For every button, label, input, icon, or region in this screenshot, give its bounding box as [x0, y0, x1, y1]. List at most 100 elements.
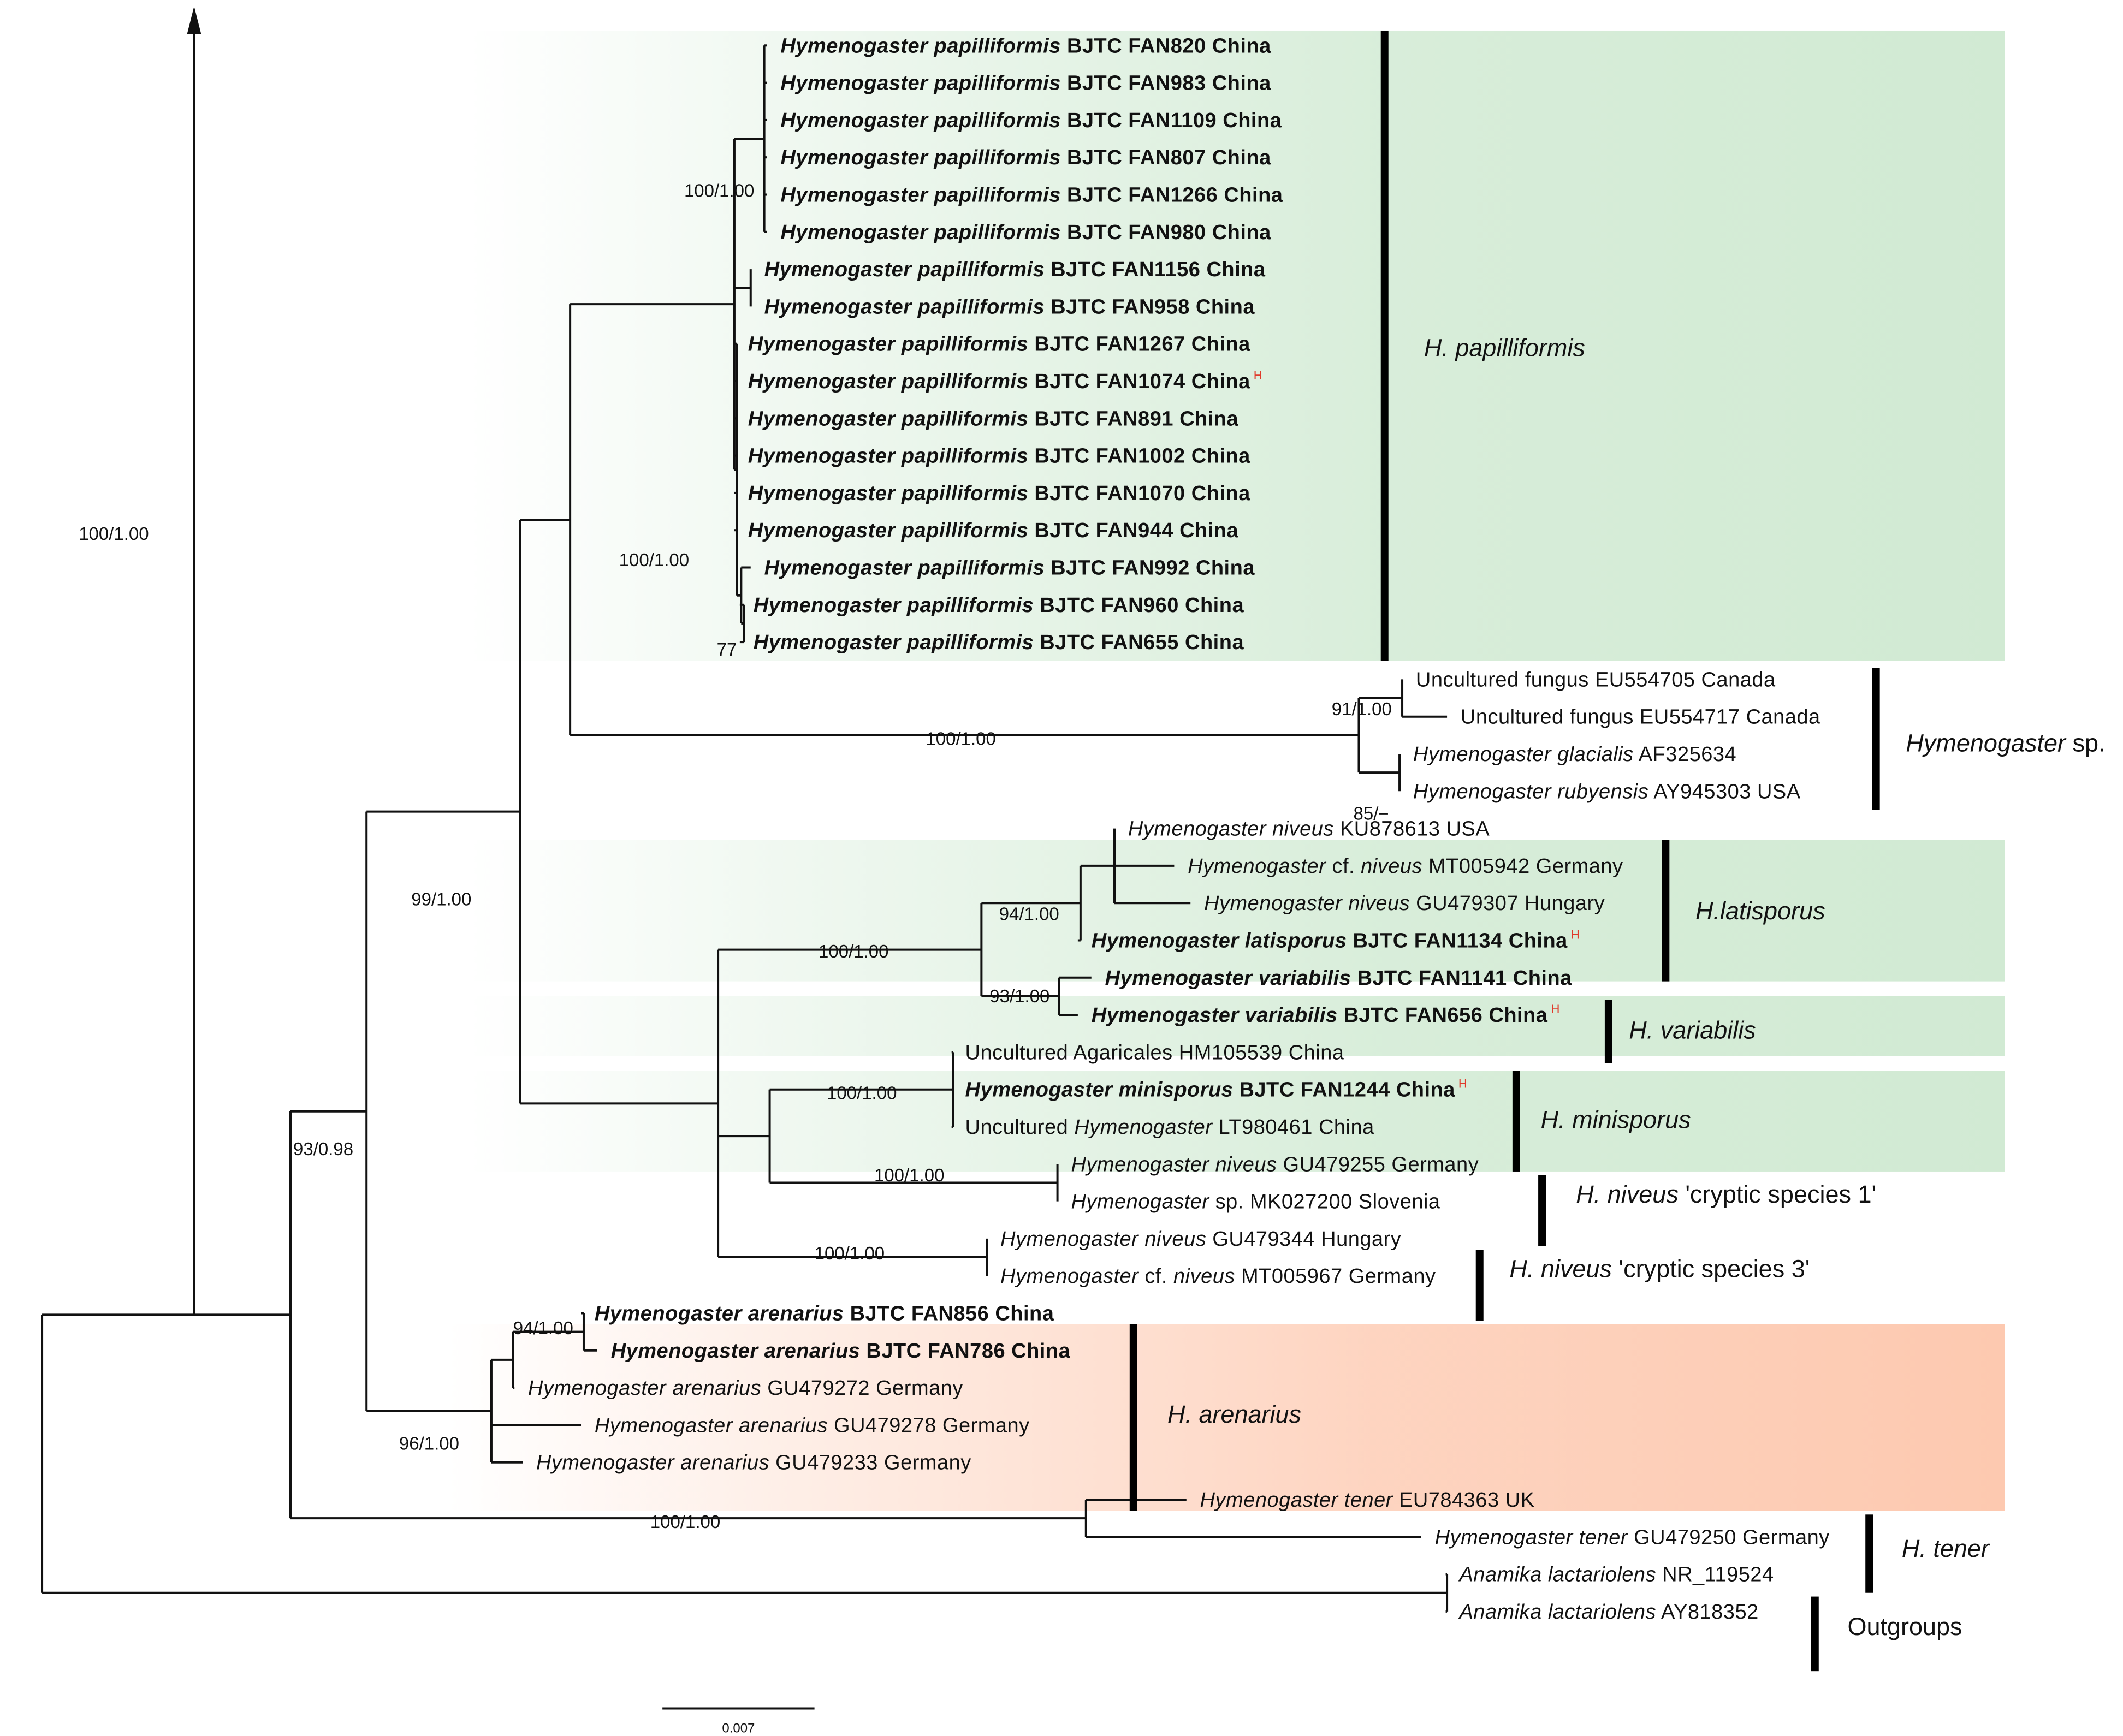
taxon-label-part: Hymenogaster	[965, 1079, 1114, 1102]
taxon-label-part: BJTC FAN960	[1040, 594, 1179, 617]
taxon-label-part: China	[1011, 1340, 1070, 1363]
taxon-label-part	[1519, 892, 1525, 915]
taxon-label-part: Hymenogaster	[1071, 1191, 1209, 1214]
taxon-label-part: China	[1224, 184, 1283, 207]
taxon-label-part: papilliformis	[933, 109, 1060, 132]
taxon-label-part: glacialis	[1557, 743, 1634, 766]
taxon-label-part	[912, 295, 918, 318]
taxon-label-part	[1266, 818, 1272, 841]
clade-label-hymenogaster-sp: Hymenogaster sp.	[1906, 729, 2105, 757]
taxon-label-part	[1235, 1265, 1241, 1288]
taxon-label-part: BJTC FAN992	[1051, 557, 1190, 580]
taxon-label-part: GU479272	[767, 1377, 870, 1400]
taxon-label-part	[1061, 146, 1067, 169]
clade-bar-niveus-cs3	[1475, 1250, 1484, 1321]
taxon-label-part: HM105539	[1179, 1041, 1283, 1064]
taxon-label-part: LT980461	[1219, 1116, 1313, 1139]
clade-label-italic: H. minisporus	[1541, 1105, 1691, 1133]
taxon-label-part	[1212, 1116, 1218, 1139]
taxon-label-part: BJTC FAN980	[1067, 221, 1206, 244]
taxon-label-part	[1179, 594, 1185, 617]
taxon-label-part	[1315, 1228, 1321, 1251]
taxon-label-part	[901, 594, 907, 617]
taxon-label-part: BJTC FAN1266	[1067, 184, 1218, 207]
taxon-label-part	[1179, 631, 1185, 654]
taxon-label-part: sp.	[1215, 1191, 1244, 1214]
taxon-label-part: papilliformis	[917, 557, 1045, 580]
clade-label-papilliformis: H. papilliformis	[1424, 334, 1585, 362]
taxon-label-part: Uncultured fungus	[1461, 706, 1634, 729]
taxon-label-part	[761, 1377, 767, 1400]
taxon-label: Hymenogaster tener EU784363 UK	[1200, 1489, 1535, 1512]
taxon-label-part: Hymenogaster	[1413, 780, 1552, 803]
taxon-label-part: niveus	[1173, 1265, 1235, 1288]
taxon-label-part: China	[1212, 34, 1271, 57]
taxon-label: Hymenogaster papilliformis BJTC FAN944 C…	[748, 519, 1239, 542]
taxon-label: Hymenogaster papilliformis BJTC FAN820 C…	[780, 34, 1271, 57]
taxon-label-part	[1551, 743, 1557, 766]
taxon-label-part	[1045, 295, 1051, 318]
taxon-label-part	[870, 1377, 876, 1400]
taxon-label-part: BJTC FAN1002	[1034, 445, 1185, 468]
taxon-label-part: BJTC FAN958	[1051, 295, 1190, 318]
taxon-label-part	[1206, 146, 1212, 169]
taxon-label: Hymenogaster papilliformis BJTC FAN958 C…	[764, 295, 1255, 318]
taxon-label-part	[844, 1303, 850, 1325]
taxon-label-part	[1217, 109, 1223, 132]
taxon-label-part	[896, 407, 902, 430]
taxon-label-part: Hymenogaster	[748, 333, 897, 356]
clade-label-italic: H. tener	[1902, 1535, 1990, 1562]
taxon-label-part	[1239, 1004, 1245, 1027]
taxon-label-part: Hymenogaster	[528, 1377, 667, 1400]
taxon-label-part: Hymenogaster	[1200, 1489, 1339, 1512]
taxon-label-part: Hymenogaster	[764, 557, 913, 580]
taxon-label: Uncultured fungus EU554717 Canada	[1461, 706, 1820, 729]
taxon-label-part: China	[1212, 146, 1271, 169]
taxon-label-part: Hymenogaster	[536, 1452, 675, 1475]
clade-label-italic: H. niveus	[1576, 1180, 1679, 1208]
taxon-label-part	[1206, 1228, 1212, 1251]
taxon-label-part	[1173, 407, 1179, 430]
taxon-label: Hymenogaster latisporus BJTC FAN1134 Chi…	[1092, 928, 1580, 953]
clade-label-tener: H. tener	[1902, 1535, 1990, 1562]
taxon-label-part: papilliformis	[933, 34, 1060, 57]
taxon-label-part	[901, 631, 907, 654]
taxon-label-part: papilliformis	[901, 445, 1028, 468]
taxon-label-part	[1061, 221, 1067, 244]
taxon-label-part	[1277, 1153, 1283, 1176]
taxon-label-part	[1385, 1153, 1391, 1176]
taxon-label-part	[1695, 668, 1701, 691]
arenarius-band	[448, 1324, 2005, 1511]
taxon-label-part: NR_119524	[1662, 1563, 1774, 1586]
taxon-label-part	[1028, 407, 1034, 430]
taxon-label-part	[758, 1340, 764, 1363]
clade-bar-papilliformis	[1380, 30, 1389, 661]
taxon-label-part	[1313, 1116, 1319, 1139]
taxon-label-part: Hymenogaster	[780, 109, 929, 132]
clade-label-outgroups: Outgroups	[1847, 1613, 1962, 1640]
clade-bar-hymenogaster-sp	[1872, 668, 1880, 810]
taxon-label-part	[1422, 855, 1428, 878]
taxon-label-part: papilliformis	[917, 295, 1045, 318]
taxon-label-part	[1551, 780, 1557, 803]
taxon-label-part	[1061, 72, 1067, 95]
taxon-label-part	[1507, 967, 1513, 990]
support-value: 100/1.00	[684, 181, 754, 201]
taxon-label-part: MT005967	[1241, 1265, 1343, 1288]
taxon-label-part: AY818352	[1661, 1601, 1759, 1624]
taxon-label-part: papilliformis	[901, 407, 1028, 430]
taxon-label-part	[1173, 1041, 1179, 1064]
taxon-label-part	[1338, 1489, 1344, 1512]
clade-bar-arenarius	[1129, 1324, 1137, 1511]
clade-label-plain: Outgroups	[1847, 1613, 1962, 1640]
taxon-label-part: China	[1191, 333, 1250, 356]
taxon-label-part	[1656, 1563, 1662, 1586]
taxon-label-part: minisporus	[1119, 1079, 1234, 1102]
taxon-label-part: rubyensis	[1557, 780, 1648, 803]
taxon-label-part	[928, 184, 934, 207]
taxon-label-part: arenarius	[748, 1303, 844, 1325]
taxon-label-part: Hymenogaster	[748, 445, 897, 468]
taxon-label: Hymenogaster arenarius GU479272 Germany	[528, 1377, 963, 1400]
taxon-label-part: Hymenogaster	[780, 34, 929, 57]
